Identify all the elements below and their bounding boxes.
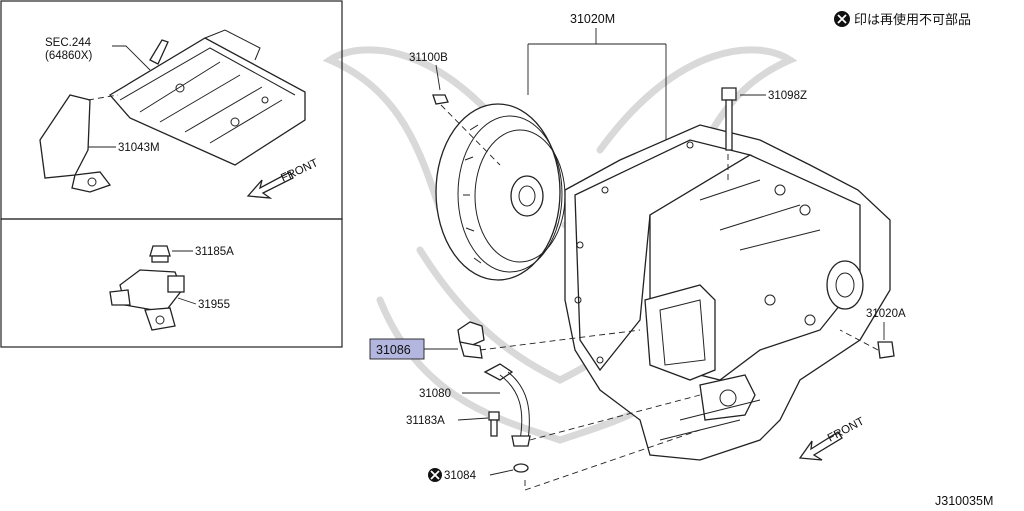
label-31185A: 31185A: [195, 246, 234, 258]
front-arrow-upper: FRONT: [246, 157, 320, 199]
part-31086-highlight[interactable]: 31086: [369, 338, 458, 360]
label-sec244: SEC.244: [45, 37, 92, 49]
panel2-labels: 31185A 31955: [172, 246, 234, 311]
front-label-lower: FRONT: [826, 415, 867, 444]
non-reusable-notice: 印は再使用不可部品: [834, 11, 971, 28]
label-31020M: 31020M: [570, 12, 615, 26]
label-31098Z: 31098Z: [768, 90, 807, 102]
label-31183A: 31183A: [406, 415, 445, 427]
label-sec244-sub: (64860X): [45, 50, 92, 62]
drawing-id: J310035M: [935, 494, 993, 508]
sensor-assembly: [109, 245, 185, 331]
label-31080: 31080: [419, 388, 451, 400]
label-31043M: 31043M: [118, 142, 160, 154]
label-31020A: 31020A: [866, 308, 906, 320]
lower-labels: 31080 31183A: [406, 388, 500, 427]
torque-converter: [435, 103, 566, 281]
front-label-upper: FRONT: [279, 157, 320, 185]
left-panels: [0, 0, 343, 348]
label-31086: 31086: [376, 343, 411, 357]
label-31955: 31955: [198, 299, 230, 311]
label-31084: 31084: [444, 470, 477, 482]
notice-text: 印は再使用不可部品: [854, 12, 971, 28]
front-arrow-lower: FRONT: [798, 415, 867, 461]
part-31084-callout: 31084: [428, 468, 514, 482]
non-reusable-x-icon: [428, 468, 442, 482]
torque-converter-labels: 31100B 31020M: [409, 12, 667, 145]
case-bolt-labels: 31098Z 31020A: [721, 87, 906, 359]
x-circle-icon: [834, 11, 850, 27]
oil-tube-assembly: [457, 321, 701, 491]
transmission-case: [564, 110, 891, 461]
panel1-labels: SEC.244 (64860X) 31043M: [45, 37, 160, 154]
bracket-assembly: [39, 29, 306, 193]
label-31100B: 31100B: [409, 52, 448, 64]
